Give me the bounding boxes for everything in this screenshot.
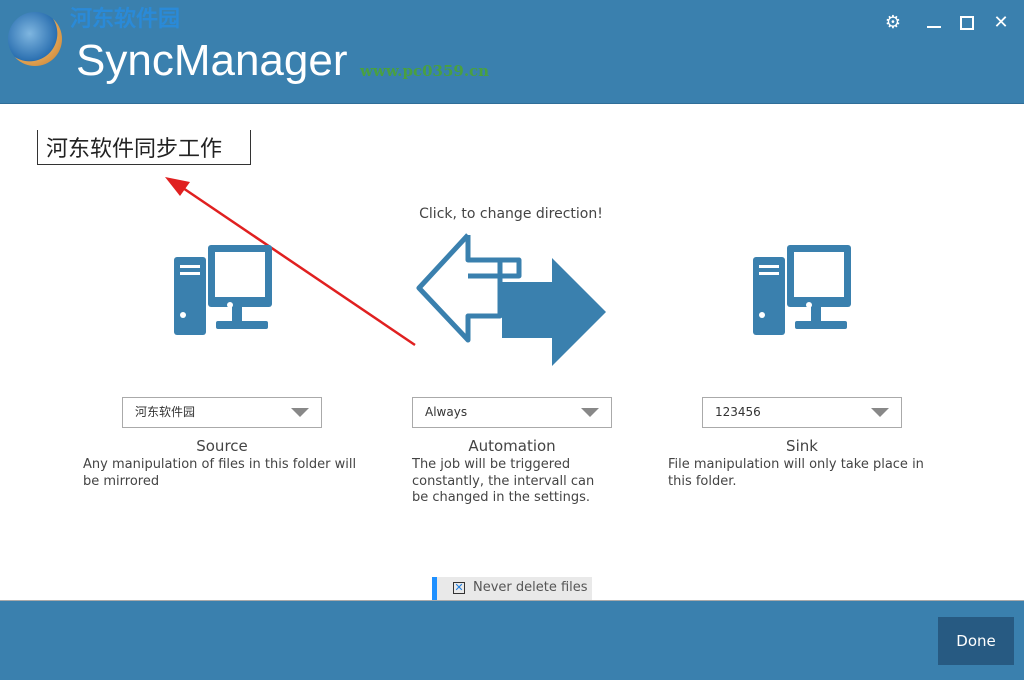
source-title: Source <box>196 437 248 455</box>
automation-selected: Always <box>425 405 468 419</box>
source-selected: 河东软件园 <box>135 405 196 419</box>
chevron-down-icon <box>581 408 599 417</box>
never-delete-checkbox[interactable]: ✕ Never delete files <box>432 577 592 600</box>
app-logo <box>8 12 62 66</box>
automation-title: Automation <box>468 437 556 455</box>
never-delete-label: Never delete files <box>473 580 588 595</box>
source-computer-icon <box>174 245 272 335</box>
done-button[interactable]: Done <box>938 617 1014 665</box>
watermark-text: 河东软件园 <box>70 6 181 32</box>
maximize-icon[interactable] <box>954 10 980 36</box>
automation-description: The job will be triggered constantly, th… <box>412 457 595 505</box>
checkbox-checked-icon[interactable]: ✕ <box>453 581 465 594</box>
app-title: SyncManager <box>76 36 348 85</box>
sink-computer-icon <box>753 245 851 335</box>
job-name-input[interactable] <box>37 130 251 165</box>
chevron-down-icon <box>291 408 309 417</box>
sink-title: Sink <box>786 437 818 455</box>
sink-description: File manipulation will only take place i… <box>668 457 924 489</box>
footer-bar: Done <box>0 600 1024 680</box>
sink-selected: 123456 <box>715 405 761 419</box>
chevron-down-icon <box>871 408 889 417</box>
sync-direction-arrow-icon[interactable] <box>416 232 608 368</box>
source-description: Any manipulation of files in this folder… <box>83 457 357 489</box>
sink-folder-dropdown[interactable]: 123456 <box>702 397 902 428</box>
minimize-icon[interactable] <box>921 10 947 36</box>
watermark-url: www.pc0359.cn <box>360 62 490 80</box>
source-folder-dropdown[interactable]: 河东软件园 <box>122 397 322 428</box>
close-icon[interactable]: ✕ <box>993 12 1009 33</box>
automation-dropdown[interactable]: Always <box>412 397 612 428</box>
title-bar: 河东软件园 SyncManager www.pc0359.cn ⚙ ✕ <box>0 0 1024 104</box>
gear-icon[interactable]: ⚙ <box>884 12 902 33</box>
direction-hint: Click, to change direction! <box>419 206 603 222</box>
